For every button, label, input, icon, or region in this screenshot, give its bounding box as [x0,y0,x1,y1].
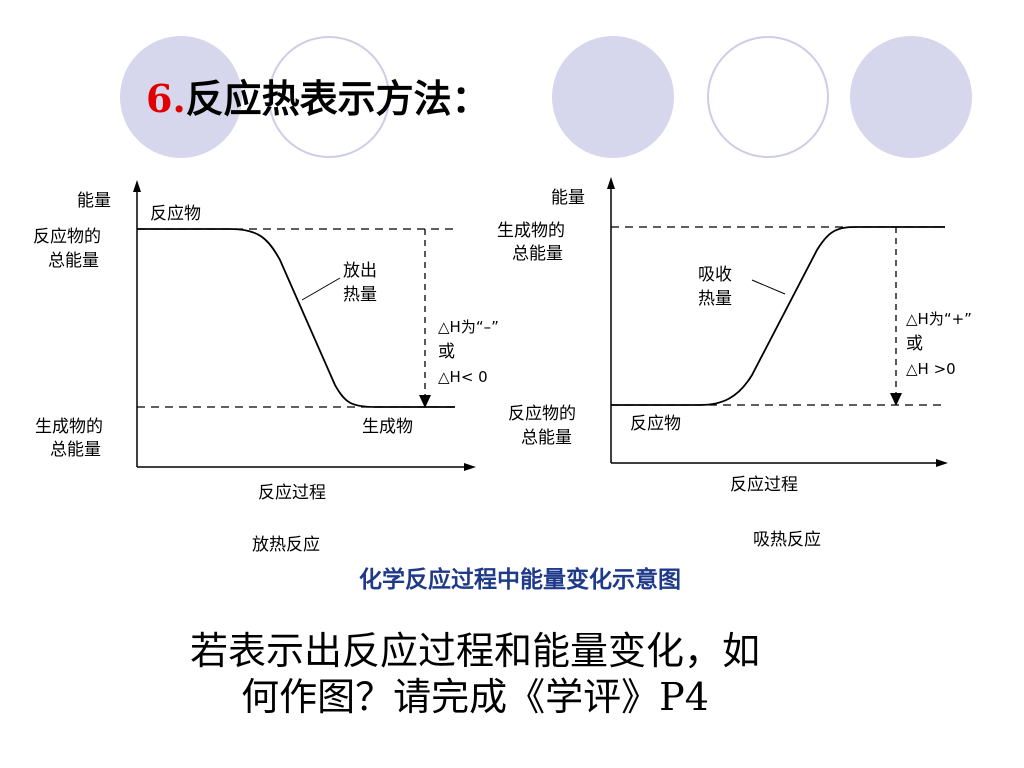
decor-circle-3 [552,36,674,158]
right-reaction-type: 吸热反应 [753,530,821,550]
right-dh-arrowhead [890,393,902,406]
footer-question: 若表示出反应过程和能量变化，如 何作图？请完成《学评》P4 [80,628,870,720]
right-bottom-label: 反应物 [630,414,681,434]
right-dh-label-3: △H >0 [906,360,956,378]
slide-title: 6.反应热表示方法： [146,68,490,123]
left-dh-label-3: △H< 0 [438,368,488,386]
left-bottom-label: 生成物 [362,417,413,437]
left-top-level-label: 反应物的 [33,227,101,247]
left-energy-curve [137,228,455,408]
left-dh-label-1: △H为“–” [438,318,499,336]
decor-circle-4 [707,36,829,158]
decor-circle-5 [850,36,972,158]
right-dh-label-1: △H为“+” [906,310,972,328]
footer-line-2: 何作图？请完成《学评》P4 [241,675,709,719]
title-number: 6. [146,76,186,121]
right-x-axis-arrow [936,459,948,467]
right-curve-label: 吸收 [698,265,732,285]
left-bottom-level-label-2: 总能量 [50,440,101,460]
right-energy-curve [611,226,945,406]
right-top-level-label-2: 总能量 [512,244,563,264]
decor-circle-2 [268,36,390,158]
left-y-axis-arrow [133,180,141,192]
right-bottom-level-label-2: 总能量 [521,428,572,448]
endothermic-diagram: 能量 生成物的 总能量 吸收 热量 △H为“+” 或 △H >0 反应物的 总能… [497,177,972,550]
diagram-caption: 化学反应过程中能量变化示意图 [359,567,681,593]
footer-line-1: 若表示出反应过程和能量变化，如 [189,629,760,673]
right-bottom-level-label: 反应物的 [508,404,576,424]
left-curve-label-2: 热量 [343,285,377,305]
right-y-axis-arrow [607,177,615,189]
title-text: 反应热表示方法： [185,76,490,121]
left-curve-label: 放出 [343,261,377,281]
right-y-axis-label: 能量 [551,188,585,208]
left-x-axis-label: 反应过程 [258,483,326,503]
exothermic-diagram: 能量 反应物 反应物的 总能量 放出 热量 △H为“–” 或 △H< 0 生成物… [33,180,499,555]
left-dh-label-2: 或 [438,342,455,362]
left-x-axis-arrow [464,463,476,471]
left-dh-arrowhead [419,395,431,408]
right-dh-label-2: 或 [906,334,923,354]
decor-circle-1 [120,36,242,158]
right-top-level-label: 生成物的 [497,221,565,241]
left-y-axis-label: 能量 [77,191,111,211]
left-reaction-type: 放热反应 [252,535,320,555]
left-top-level-label-2: 总能量 [48,251,99,271]
left-top-label: 反应物 [150,204,201,224]
right-curve-pointer [751,279,786,295]
left-bottom-level-label: 生成物的 [35,417,103,437]
right-x-axis-label: 反应过程 [730,475,798,495]
right-curve-label-2: 热量 [698,289,732,309]
left-curve-pointer [301,277,341,301]
